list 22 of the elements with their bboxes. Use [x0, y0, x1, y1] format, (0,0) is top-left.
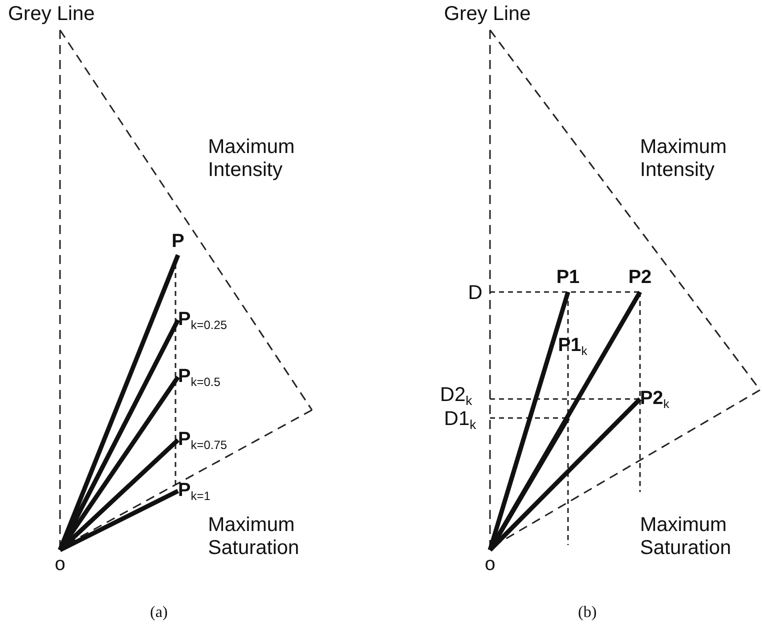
point-label: P2	[628, 268, 652, 287]
axis-label: Maximum Saturation	[640, 514, 732, 560]
axis-label: D	[468, 282, 482, 305]
axis-label: D1$_{k}$	[444, 408, 476, 433]
point-label: P1$_{k}$	[558, 336, 588, 357]
point-label: P$_{k=1}$	[178, 480, 210, 502]
point-label: o	[54, 555, 66, 574]
point-label: o	[484, 555, 496, 574]
point-label: P$_{k=0.25}$	[178, 310, 228, 330]
axis-label: Grey Line	[8, 3, 95, 26]
axis-label: Maximum Saturation	[208, 514, 300, 560]
point-label: P1	[556, 268, 580, 287]
point-label: P2$_{k}$	[640, 388, 670, 410]
panel-caption: (b)	[578, 604, 597, 622]
point-label: P$_{k=0.75}$	[178, 430, 228, 450]
axis-label: Maximum Intensity	[208, 136, 296, 182]
axis-label: D2$_{k}$	[440, 384, 472, 409]
panel-caption: (a)	[150, 604, 168, 622]
axis-label: Maximum Intensity	[640, 136, 728, 182]
point-label: P	[172, 232, 184, 251]
axis-label: Grey Line	[444, 3, 531, 26]
point-label: P$_{k=0.5}$	[178, 366, 220, 388]
